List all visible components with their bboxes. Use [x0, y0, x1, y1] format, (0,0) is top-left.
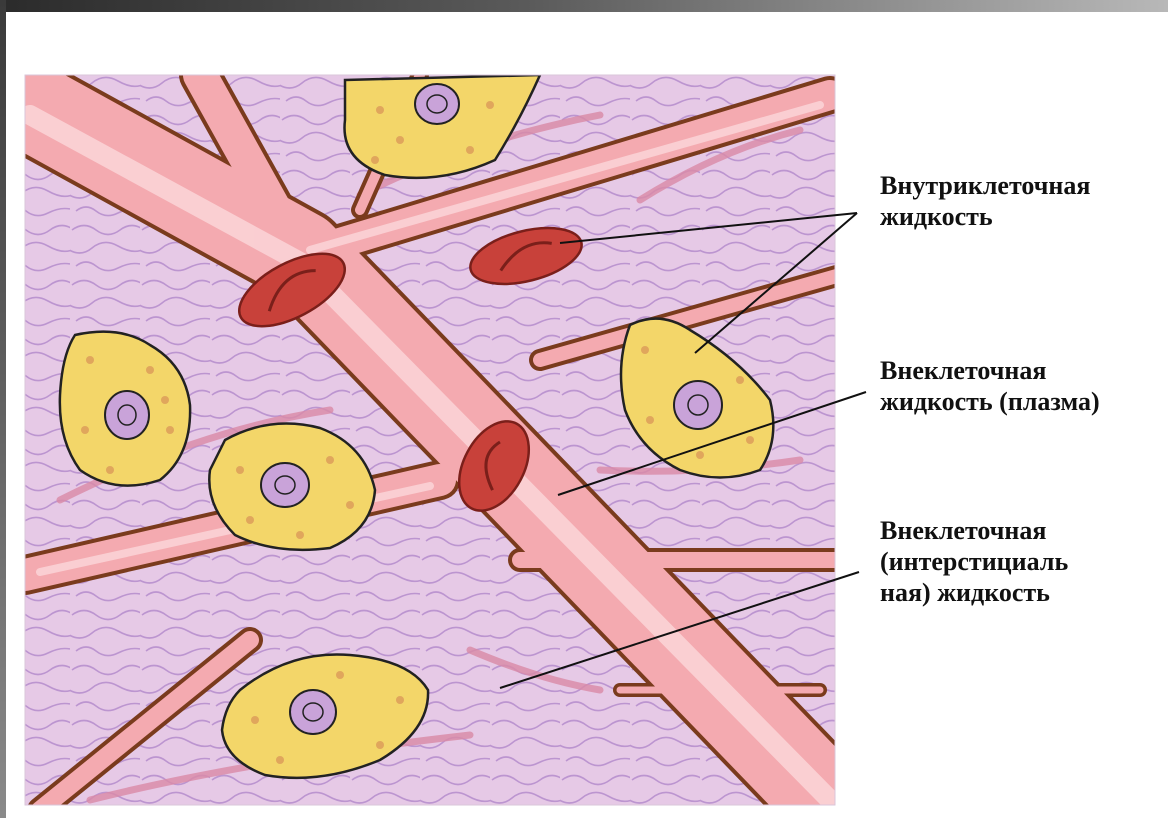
label-interstitial-fluid: Внеклеточная (интерстициаль ная) жидкост… — [880, 515, 1068, 608]
nucleus — [674, 381, 722, 429]
nucleus — [290, 690, 336, 734]
nucleus — [415, 84, 459, 124]
nucleus — [261, 463, 309, 507]
label-plasma-fluid: Внеклеточная жидкость (плазма) — [880, 355, 1100, 417]
nucleus — [105, 391, 149, 439]
label-intracellular-fluid: Внутриклеточная жидкость — [880, 170, 1090, 232]
